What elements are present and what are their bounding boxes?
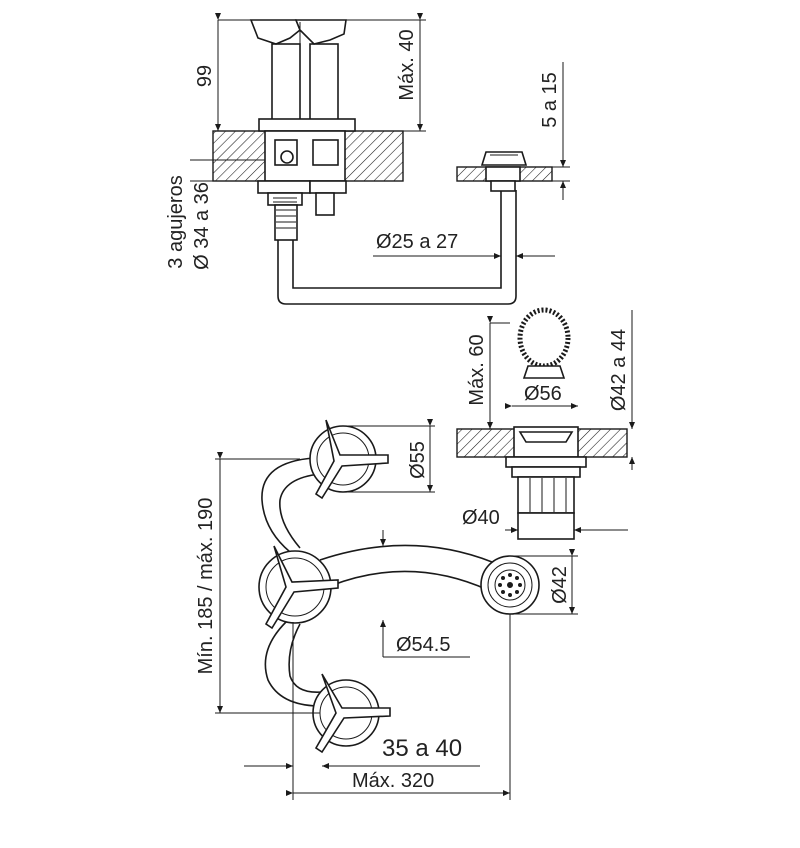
holes-label-line2: Ø 34 a 36 xyxy=(191,182,213,270)
dim-d42-label: Ø42 xyxy=(549,566,571,604)
side-section-view: 99 Máx. 40 5 a 15 3 agujeros Ø 34 a 36 Ø… xyxy=(165,13,570,305)
dim-d55-label: Ø55 xyxy=(407,441,429,479)
bottom-handle-icon xyxy=(314,673,391,754)
dim-5a15-label: 5 a 15 xyxy=(539,72,561,128)
dim-max60-label: Máx. 60 xyxy=(466,334,488,405)
drain-stopper-icon xyxy=(522,365,566,379)
cross-handle-icon xyxy=(249,19,301,45)
dim-d40-label: Ø40 xyxy=(462,507,500,529)
plan-view: Ø55 Mín. 185 / máx. 190 Ø42 Ø54.5 35 a 4… xyxy=(195,419,578,800)
dim-max40-label: Máx. 40 xyxy=(396,29,418,100)
dim-35a40-label: 35 a 40 xyxy=(382,735,462,762)
drain-detail: Máx. 60 Ø56 Ø42 a 44 Ø40 xyxy=(456,307,635,540)
top-handle-icon xyxy=(314,419,389,500)
dim-d56-label: Ø56 xyxy=(524,383,562,405)
dim-d42a44-label: Ø42 a 44 xyxy=(608,329,630,411)
dim-d25a27-label: Ø25 a 27 xyxy=(376,231,458,253)
holes-label-line1: 3 agujeros xyxy=(165,175,187,268)
middle-handle-icon xyxy=(264,545,339,630)
dim-99-label: 99 xyxy=(194,65,216,87)
dim-d54_5-label: Ø54.5 xyxy=(396,634,450,656)
dim-max320-label: Máx. 320 xyxy=(352,770,434,792)
dim-min185-label: Mín. 185 / máx. 190 xyxy=(195,498,217,675)
